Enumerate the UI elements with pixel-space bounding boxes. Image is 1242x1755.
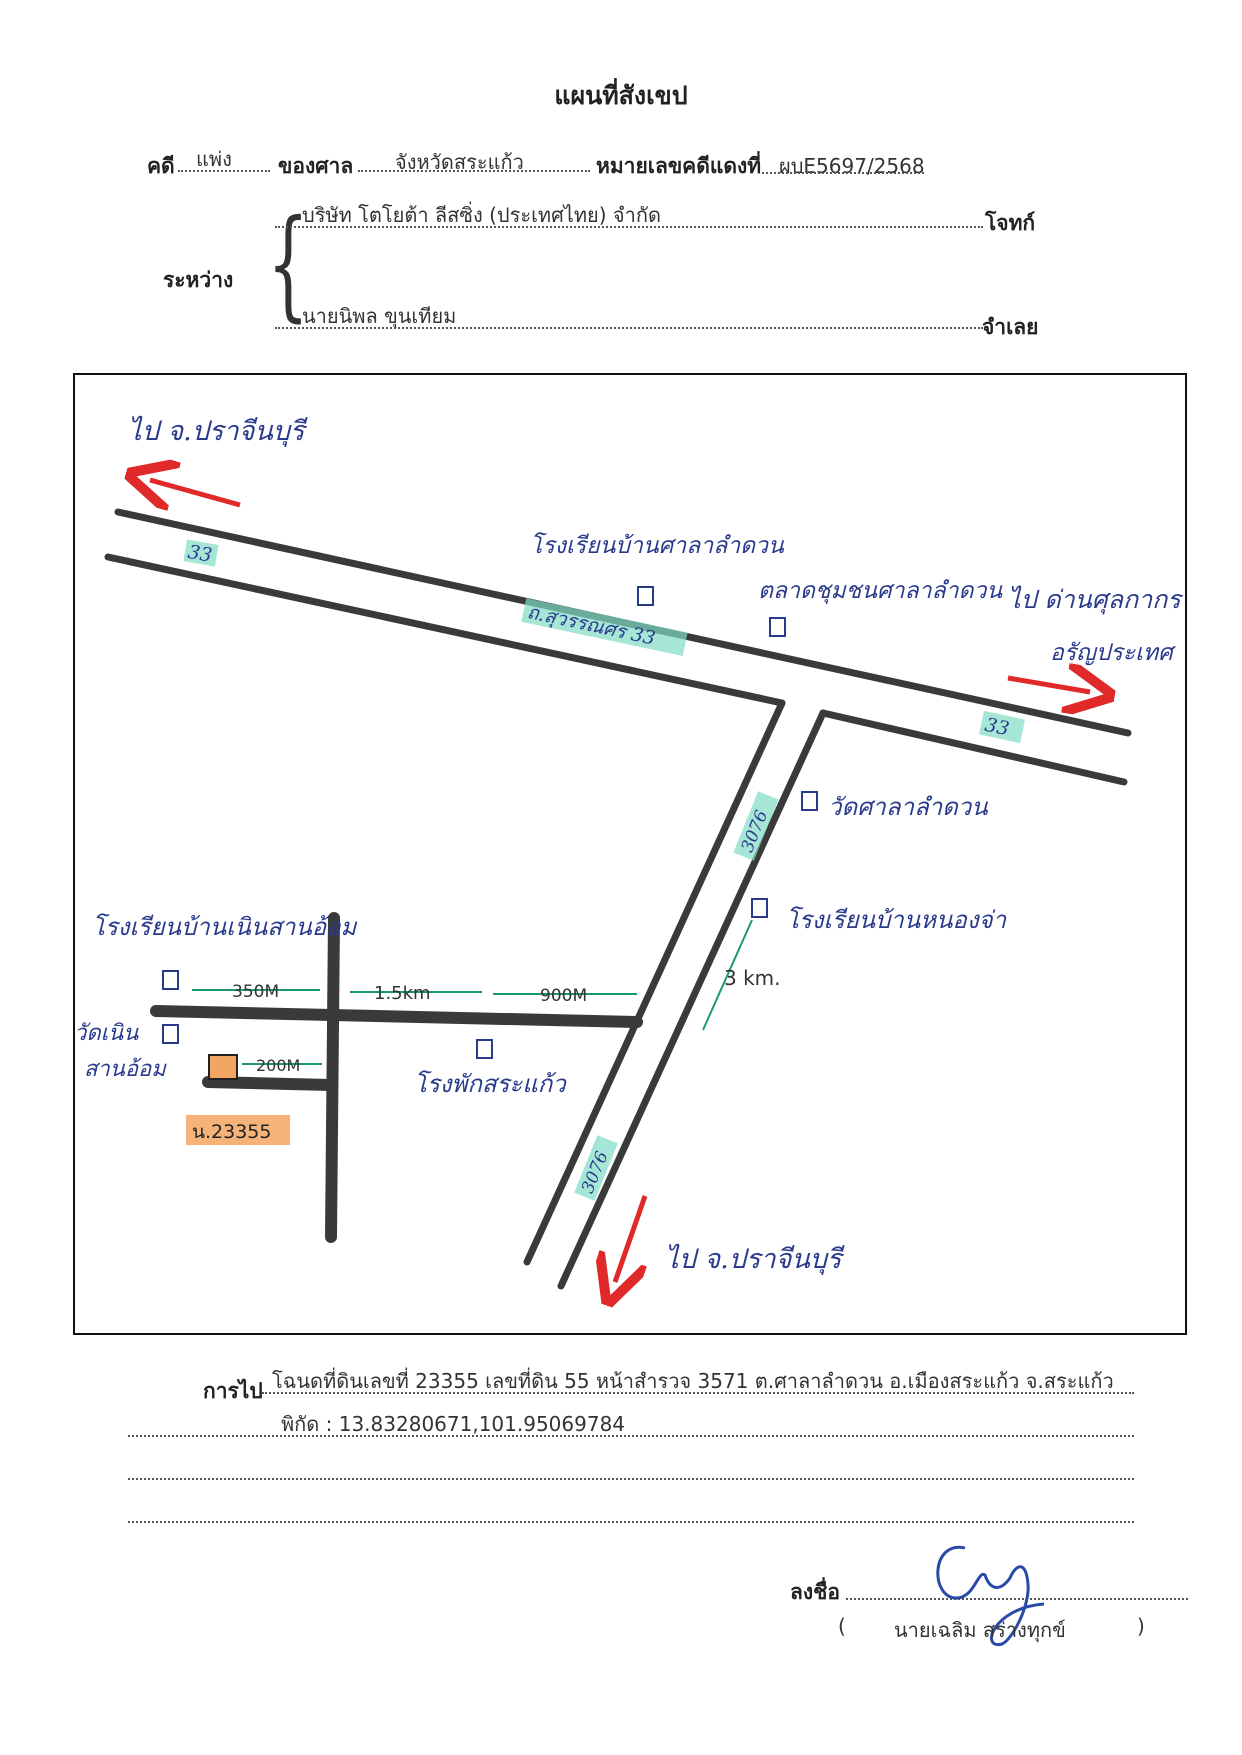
- case-type: แพ่ง: [196, 147, 232, 171]
- case-label: คดี: [147, 154, 175, 178]
- road-33-lower-left: [104, 553, 786, 707]
- label-market: ตลาดชุมชนศาลาลำดวน: [758, 578, 1003, 604]
- local-road-horizontal: [150, 1005, 643, 1028]
- temple-icon-noen: [162, 1024, 179, 1044]
- road-3076-left: [523, 699, 786, 1266]
- local-road-spur: [202, 1076, 336, 1091]
- label-school-top: โรงเรียนบ้านศาลาลำดวน: [530, 532, 785, 559]
- arrow-to-aranyaprathet: [1007, 678, 1090, 692]
- local-road-vertical: [325, 912, 340, 1243]
- parcel-label-bg: [186, 1115, 290, 1145]
- label-to-prachinburi-bottom: ไป จ.ปราจีนบุรี: [665, 1243, 845, 1276]
- school-icon: [637, 586, 654, 606]
- directions-dotline-1: [262, 1392, 1134, 1394]
- measure-3km-label: 3 km.: [724, 966, 781, 990]
- label-to-customs-1: ไป ด่านศุลกากร: [1008, 585, 1183, 615]
- label-temple-noen-2: สานอ้อม: [84, 1057, 167, 1082]
- road-tag-33-a: 33: [186, 541, 214, 567]
- page-title: แผนที่สังเขป: [554, 81, 688, 110]
- sign-label: ลงชื่อ: [790, 1580, 840, 1604]
- defendant-line: [275, 327, 983, 329]
- road-33-lower-right: [819, 709, 1128, 786]
- plaintiff-name: บริษัท โตโยต้า ลีสซิ่ง (ประเทศไทย) จำกัด: [302, 203, 661, 227]
- directions-label: การไป: [203, 1379, 263, 1403]
- between-label: ระหว่าง: [163, 268, 234, 292]
- label-to-customs-2: อรัญประเทศ: [1050, 640, 1176, 666]
- parcel-label: น.23355: [192, 1121, 271, 1143]
- road-tag-33-c-bg: [978, 710, 1026, 744]
- court-label: ของศาล: [278, 154, 354, 178]
- measure-3km: [702, 919, 753, 1031]
- road-tag-3076-b-bg: [574, 1135, 618, 1201]
- measure-900m-label: 900M: [540, 986, 587, 1006]
- measure-350m-label: 350M: [232, 982, 279, 1002]
- label-school-noen: โรงเรียนบ้านเนินสานอ้อม: [92, 913, 358, 941]
- label-temple: วัดศาลาลำดวน: [828, 793, 988, 821]
- plaintiff-line: [275, 226, 983, 228]
- arrow-to-prachinburi-bottom: [615, 1195, 648, 1282]
- sign-dotline: [846, 1598, 1188, 1600]
- directions-dotline-3: [128, 1478, 1134, 1480]
- signer-name: นายเฉลิม สร่างทุกข์: [894, 1618, 1066, 1642]
- market-icon: [769, 617, 786, 637]
- school-icon-nongcha: [751, 898, 768, 918]
- defendant-name: นายนิพล ขุนเทียม: [302, 304, 457, 328]
- defendant-role: จำเลย: [982, 315, 1039, 339]
- red-case-label: หมายเลขคดีแดงที่: [596, 154, 762, 178]
- arrow-to-prachinburi-top: [150, 480, 241, 505]
- plaintiff-role: โจทก์: [985, 211, 1036, 235]
- road-tag-3076-a-bg: [733, 791, 779, 861]
- directions-line-1: โฉนดที่ดินเลขที่ 23355 เลขที่ดิน 55 หน้า…: [272, 1369, 1114, 1393]
- sign-close-paren: ): [1137, 1614, 1145, 1638]
- label-to-prachinburi-top: ไป จ.ปราจีนบุรี: [128, 415, 308, 448]
- road-tag-33-b-bg: [521, 598, 688, 656]
- road-3076-right: [557, 709, 827, 1290]
- brace-icon: {: [267, 195, 310, 334]
- court-name-line: [358, 170, 590, 172]
- directions-line-2: พิกัด : 13.83280671,101.95069784: [281, 1412, 626, 1436]
- label-hospital: โรงพักสระแก้ว: [414, 1070, 567, 1098]
- directions-dotline-2: [128, 1435, 1134, 1437]
- measure-200m-label: 200M: [256, 1056, 300, 1075]
- temple-icon: [801, 791, 818, 811]
- hospital-icon: [476, 1039, 493, 1059]
- case-type-line: [178, 170, 270, 172]
- map-frame: [73, 373, 1187, 1335]
- road-tag-33-c: 33: [983, 714, 1011, 741]
- school-icon-noen: [162, 970, 179, 990]
- red-case-line: [762, 172, 924, 174]
- directions-dotline-4: [128, 1521, 1134, 1523]
- measure-1-5km-label: 1.5km: [374, 983, 431, 1004]
- sign-open-paren: (: [838, 1614, 846, 1638]
- label-temple-noen-1: วัดเนิน: [74, 1021, 139, 1046]
- red-case-number: ผบE5697/2568: [779, 154, 925, 178]
- road-tag-33-a-bg: [183, 539, 219, 567]
- parcel-marker: [208, 1054, 238, 1080]
- label-school-nongcha: โรงเรียนบ้านหนองจ่า: [786, 906, 1008, 934]
